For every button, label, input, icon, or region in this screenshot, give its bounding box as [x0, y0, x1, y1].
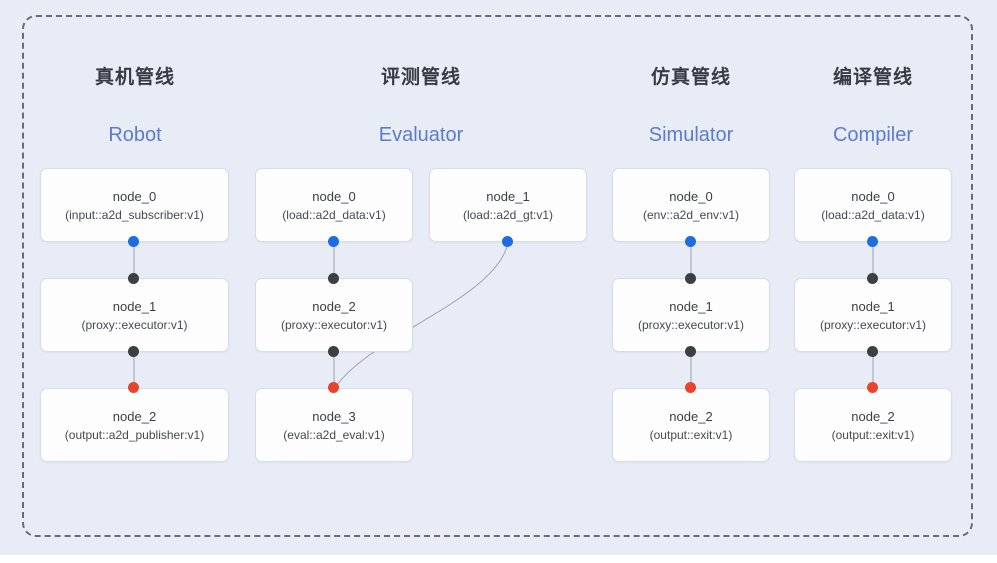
node-type: (eval::a2d_eval:v1)	[283, 427, 385, 442]
node-title: node_2	[851, 408, 895, 424]
blue-port-dot-icon	[867, 236, 878, 247]
blue-port-dot-icon	[685, 236, 696, 247]
evaluator-header-zh: 评测管线	[380, 67, 461, 88]
blue-port-dot-icon	[328, 236, 339, 247]
robot-header-en: Robot	[108, 124, 162, 146]
node-title: node_2	[312, 298, 356, 314]
node-type: (proxy::executor:v1)	[637, 317, 745, 332]
node-type: (load::a2d_data:v1)	[821, 207, 925, 222]
node-title: node_3	[312, 408, 356, 424]
dark-port-dot-icon	[867, 346, 878, 357]
node-type: (proxy::executor:v1)	[280, 317, 388, 332]
robot-header-zh: 真机管线	[94, 67, 175, 88]
node-title: node_1	[669, 298, 713, 314]
red-port-dot-icon	[328, 382, 339, 393]
robot-node-0[interactable]: node_0 (input::a2d_subscriber:v1)	[40, 168, 229, 242]
compiler-node-0[interactable]: node_0 (load::a2d_data:v1)	[794, 168, 952, 242]
node-type: (load::a2d_gt:v1)	[462, 207, 554, 222]
red-port-dot-icon	[867, 382, 878, 393]
blue-port-dot-icon	[502, 236, 513, 247]
node-title: node_1	[486, 188, 530, 204]
compiler-node-1[interactable]: node_1 (proxy::executor:v1)	[794, 278, 952, 352]
compiler-header-en: Compiler	[832, 124, 914, 146]
dark-port-dot-icon	[128, 346, 139, 357]
dark-port-dot-icon	[685, 346, 696, 357]
red-port-dot-icon	[128, 382, 139, 393]
dark-port-dot-icon	[867, 273, 878, 284]
dashed-border-frame	[22, 15, 973, 537]
node-type: (output::exit:v1)	[831, 427, 915, 442]
simulator-header-zh: 仿真管线	[650, 67, 731, 88]
evaluator-node-0[interactable]: node_0 (load::a2d_data:v1)	[255, 168, 413, 242]
red-port-dot-icon	[685, 382, 696, 393]
node-type: (proxy::executor:v1)	[819, 317, 927, 332]
robot-node-1[interactable]: node_1 (proxy::executor:v1)	[40, 278, 229, 352]
dark-port-dot-icon	[128, 273, 139, 284]
evaluator-node-3[interactable]: node_3 (eval::a2d_eval:v1)	[255, 388, 413, 462]
node-title: node_0	[851, 188, 895, 204]
simulator-node-1[interactable]: node_1 (proxy::executor:v1)	[612, 278, 770, 352]
node-title: node_0	[112, 188, 157, 204]
evaluator-node-2[interactable]: node_2 (proxy::executor:v1)	[255, 278, 413, 352]
blue-port-dot-icon	[128, 236, 139, 247]
bottom-white-strip	[0, 555, 997, 563]
node-type: (env::a2d_env:v1)	[642, 207, 740, 222]
compiler-header-zh: 编译管线	[832, 67, 913, 88]
node-title: node_2	[112, 408, 157, 424]
simulator-node-2[interactable]: node_2 (output::exit:v1)	[612, 388, 770, 462]
compiler-node-2[interactable]: node_2 (output::exit:v1)	[794, 388, 952, 462]
node-type: (load::a2d_data:v1)	[282, 207, 386, 222]
robot-node-2[interactable]: node_2 (output::a2d_publisher:v1)	[40, 388, 229, 462]
node-title: node_0	[312, 188, 356, 204]
node-type: (proxy::executor:v1)	[81, 317, 188, 332]
evaluator-header-en: Evaluator	[378, 124, 464, 146]
node-type: (output::exit:v1)	[649, 427, 733, 442]
simulator-header-en: Simulator	[648, 124, 734, 146]
node-type: (input::a2d_subscriber:v1)	[65, 207, 204, 222]
dark-port-dot-icon	[328, 346, 339, 357]
node-title: node_1	[851, 298, 895, 314]
simulator-node-0[interactable]: node_0 (env::a2d_env:v1)	[612, 168, 770, 242]
node-type: (output::a2d_publisher:v1)	[64, 427, 205, 442]
dark-port-dot-icon	[328, 273, 339, 284]
node-title: node_0	[669, 188, 713, 204]
dark-port-dot-icon	[685, 273, 696, 284]
node-title: node_2	[669, 408, 713, 424]
evaluator-node-1[interactable]: node_1 (load::a2d_gt:v1)	[429, 168, 587, 242]
node-title: node_1	[112, 298, 157, 314]
